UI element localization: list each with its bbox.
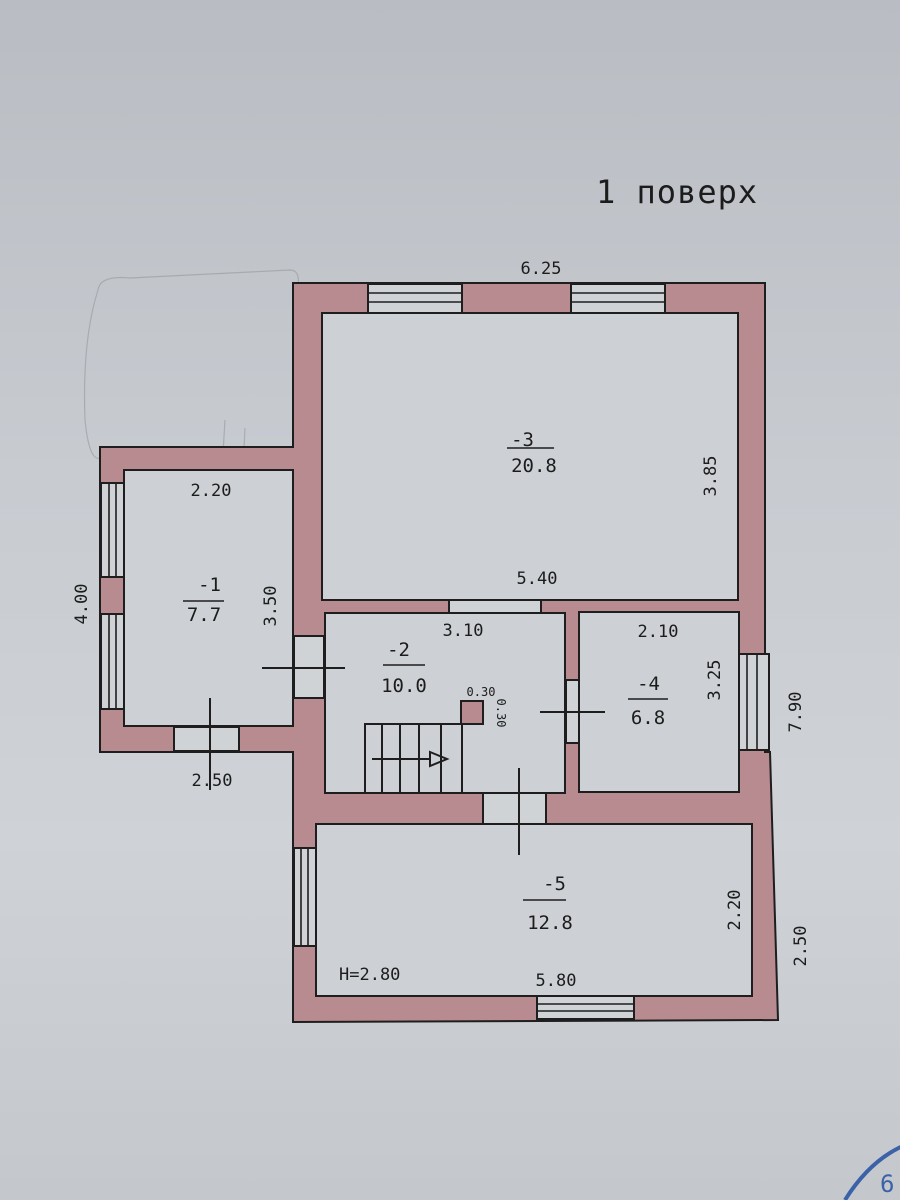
- door-marks: [209, 667, 605, 855]
- dim-room1-height: 3.50: [261, 586, 281, 627]
- dim-room2-width: 3.10: [443, 621, 484, 641]
- window-top-left: [367, 283, 463, 314]
- dim-column-depth: 0.30: [494, 699, 508, 728]
- room-2-number: -2: [387, 639, 410, 661]
- room-5-area: 12.8: [527, 912, 573, 934]
- door-room1-bottom: [173, 726, 240, 752]
- openings: [100, 283, 770, 1020]
- dim-left-wing-height: 4.00: [72, 584, 92, 625]
- room-1-area: 7.7: [187, 604, 221, 626]
- room-1-number: -1: [198, 574, 221, 596]
- stamp: 6: [843, 1145, 900, 1200]
- door-hall-room5: [482, 792, 547, 825]
- room-3-number: -3: [511, 429, 534, 451]
- room-1: [123, 469, 294, 727]
- rooms: [123, 312, 753, 997]
- room-4-number: -4: [637, 673, 660, 695]
- stamp-text: 6: [880, 1170, 894, 1198]
- dim-room5-height: 2.20: [725, 890, 745, 931]
- opening-room3-hall: [448, 599, 542, 614]
- staircase: [364, 700, 484, 794]
- window-left-upper: [100, 482, 125, 578]
- dim-room3-height: 3.85: [701, 456, 721, 497]
- dim-right-lower: 2.50: [791, 926, 811, 967]
- room-4: [578, 611, 740, 793]
- dim-right-upper: 7.90: [786, 692, 806, 733]
- room-3-living: [321, 312, 739, 601]
- dim-room3-width: 5.40: [517, 569, 558, 589]
- dim-column-width: 0.30: [467, 685, 496, 699]
- room-2-area: 10.0: [381, 675, 427, 697]
- dimensions: 6.25 5.40 3.85 2.20 3.50 4.00 2.50 3.10 …: [72, 259, 811, 991]
- stair-arrow-icon: [429, 750, 450, 768]
- dim-room4-width: 2.10: [638, 622, 679, 642]
- room-5-number: -5: [543, 873, 566, 895]
- floor-title: 1 поверх: [596, 173, 758, 211]
- window-left-lower: [100, 613, 125, 710]
- window-room5-left: [293, 847, 317, 947]
- ceiling-height: H=2.80: [339, 965, 400, 985]
- window-room4-right: [738, 653, 770, 751]
- dim-top-width: 6.25: [521, 259, 562, 279]
- column: [460, 700, 484, 725]
- room-3-area: 20.8: [511, 455, 557, 477]
- dim-room4-height: 3.25: [705, 660, 725, 701]
- window-room5-bottom: [536, 995, 635, 1020]
- room-labels: -3 20.8 -1 7.7 -2 10.0 -4 6.8 -5 12.8: [183, 429, 668, 934]
- dim-room5-width: 5.80: [536, 971, 577, 991]
- dim-room1-width: 2.20: [191, 481, 232, 501]
- pencil-marks: [83, 269, 299, 471]
- room-4-area: 6.8: [631, 707, 665, 729]
- window-top-right: [570, 283, 666, 314]
- dim-left-wing-bottom: 2.50: [192, 771, 233, 791]
